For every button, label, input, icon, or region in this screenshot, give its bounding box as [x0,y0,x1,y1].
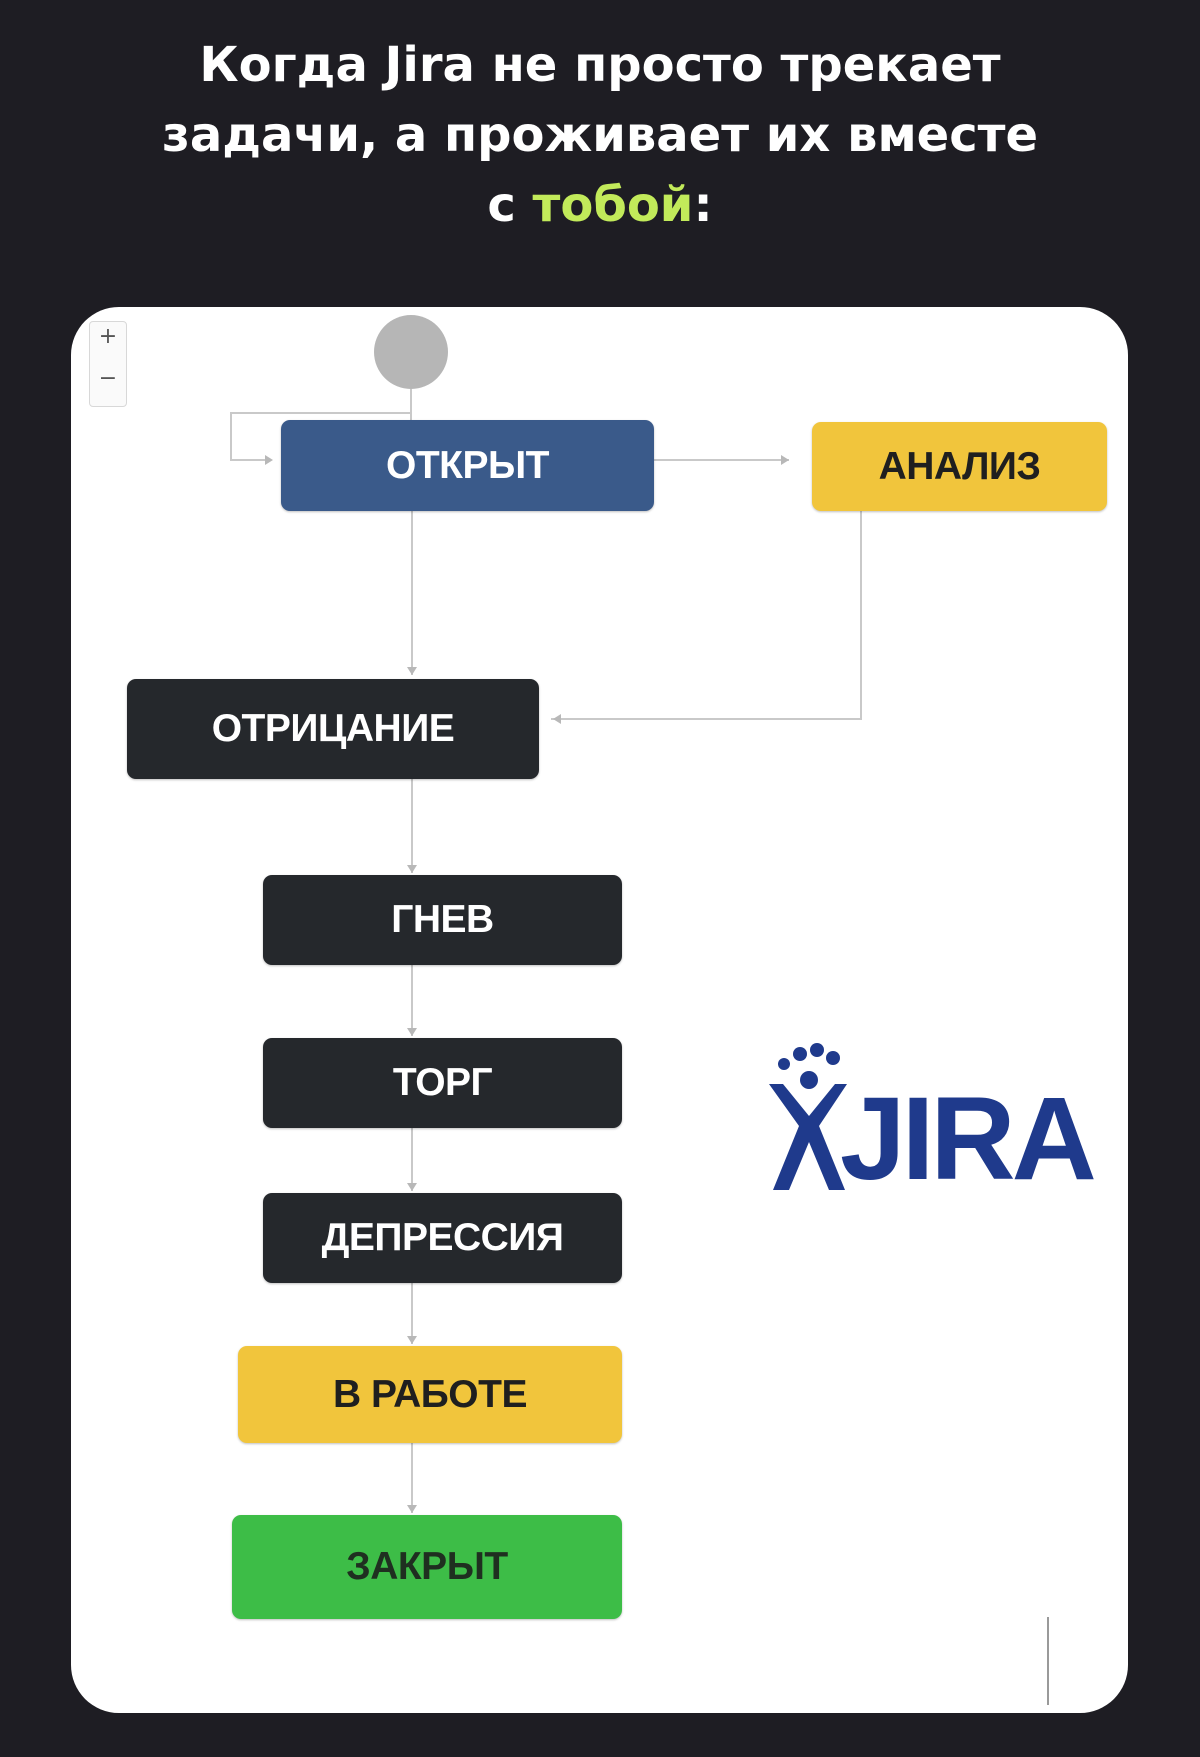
status-bargaining[interactable]: ТОРГ [263,1038,622,1128]
workflow-connectors [230,389,862,1513]
meme-caption: Когда Jira не просто трекает задачи, а п… [0,30,1200,240]
transition-open-self-loop [230,412,411,461]
zoom-controls: + − [89,321,127,407]
workflow-diagram-card: + − ОТКРЫТ АНАЛИЗ ОТРИЦАНИЕ ГНЕВ ТОРГ ДЕ… [71,307,1128,1713]
caption-line-3: с тобой: [0,170,1200,240]
zoom-out-button[interactable]: − [98,366,118,391]
status-in-progress[interactable]: В РАБОТЕ [238,1346,622,1443]
start-node [374,315,448,389]
status-anger[interactable]: ГНЕВ [263,875,622,965]
caption-suffix: : [693,177,713,233]
status-closed[interactable]: ЗАКРЫТ [232,1515,622,1619]
arrowhead-denial [407,667,417,675]
zoom-in-button[interactable]: + [98,324,118,349]
transition-analysis-denial [551,511,862,720]
jira-figure-icon [769,1043,847,1190]
caption-accent-word: тобой [532,177,694,233]
arrowhead-closed [407,1505,417,1513]
arrowhead-analysis [781,455,789,465]
status-depression[interactable]: ДЕПРЕССИЯ [263,1193,622,1283]
jira-logo: JIRA [767,1042,1128,1212]
status-denial[interactable]: ОТРИЦАНИЕ [127,679,539,779]
jira-logo-text: JIRA [840,1073,1097,1205]
status-analysis[interactable]: АНАЛИЗ [812,422,1107,511]
arrowhead-anger [407,865,417,873]
caption-line-1: Когда Jira не просто трекает [199,37,1001,93]
arrowhead-depression [407,1183,417,1191]
arrowhead-inprogress [407,1336,417,1344]
scrollbar[interactable] [1047,1617,1049,1705]
caption-line-2: задачи, а проживает их вместе [161,107,1039,163]
arrowhead-self-loop [265,455,273,465]
arrowhead-bargaining [407,1028,417,1036]
arrowhead-denial-side [553,714,561,724]
status-open[interactable]: ОТКРЫТ [281,420,654,511]
caption-prefix: с [487,177,533,233]
